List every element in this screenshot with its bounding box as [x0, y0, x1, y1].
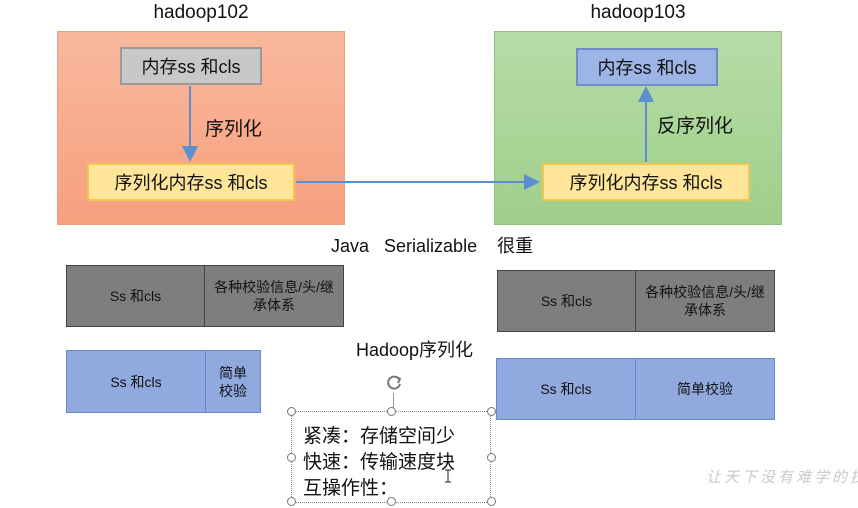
- note-interoperability: 互操作性：: [303, 478, 399, 499]
- note-fast: 快速：传输速度块: [303, 452, 456, 473]
- note-compact: 紧凑：存储空间少: [303, 426, 456, 447]
- rotate-handle-icon[interactable]: [384, 373, 404, 393]
- resize-handle-bottom-center[interactable]: [387, 497, 396, 506]
- resize-handle-bottom-right[interactable]: [487, 497, 496, 506]
- resize-handle-top-center[interactable]: [387, 407, 396, 416]
- resize-handle-top-right[interactable]: [487, 407, 496, 416]
- rotate-handle-stem: [393, 393, 394, 411]
- java-right-meta-cell: 各种校验信息/头/继承体系: [635, 270, 775, 332]
- text-cursor-icon: [444, 469, 452, 483]
- java-left-data-cell: Ss 和cls: [66, 265, 205, 327]
- hadoop-right-data-cell: Ss 和cls: [496, 358, 636, 420]
- hadoop-left-check-cell: 简单校验: [205, 350, 261, 413]
- left-serialized-box: 序列化内存ss 和cls: [87, 163, 295, 201]
- host-label-hadoop102: hadoop102: [153, 2, 249, 23]
- java-left-meta-cell: 各种校验信息/头/继承体系: [204, 265, 344, 327]
- hadoop-serialization-heading: Hadoop序列化: [356, 340, 474, 360]
- resize-handle-middle-left[interactable]: [287, 453, 296, 462]
- right-serialized-box: 序列化内存ss 和cls: [542, 163, 750, 201]
- hadoop-right-check-cell: 简单校验: [635, 358, 775, 420]
- resize-handle-top-left[interactable]: [287, 407, 296, 416]
- resize-handle-middle-right[interactable]: [487, 453, 496, 462]
- java-right-data-cell: Ss 和cls: [497, 270, 636, 332]
- resize-handle-bottom-left[interactable]: [287, 497, 296, 506]
- watermark: 让天下没有难学的技术: [706, 468, 858, 486]
- right-memory-box: 内存ss 和cls: [576, 48, 718, 86]
- left-memory-box: 内存ss 和cls: [120, 47, 262, 85]
- host-label-hadoop103: hadoop103: [590, 2, 686, 23]
- serialize-step-label: 序列化: [205, 119, 263, 140]
- deserialize-step-label: 反序列化: [657, 116, 734, 137]
- hadoop-left-data-cell: Ss 和cls: [66, 350, 206, 413]
- java-serializable-heading: Java Serializable 很重: [331, 236, 534, 256]
